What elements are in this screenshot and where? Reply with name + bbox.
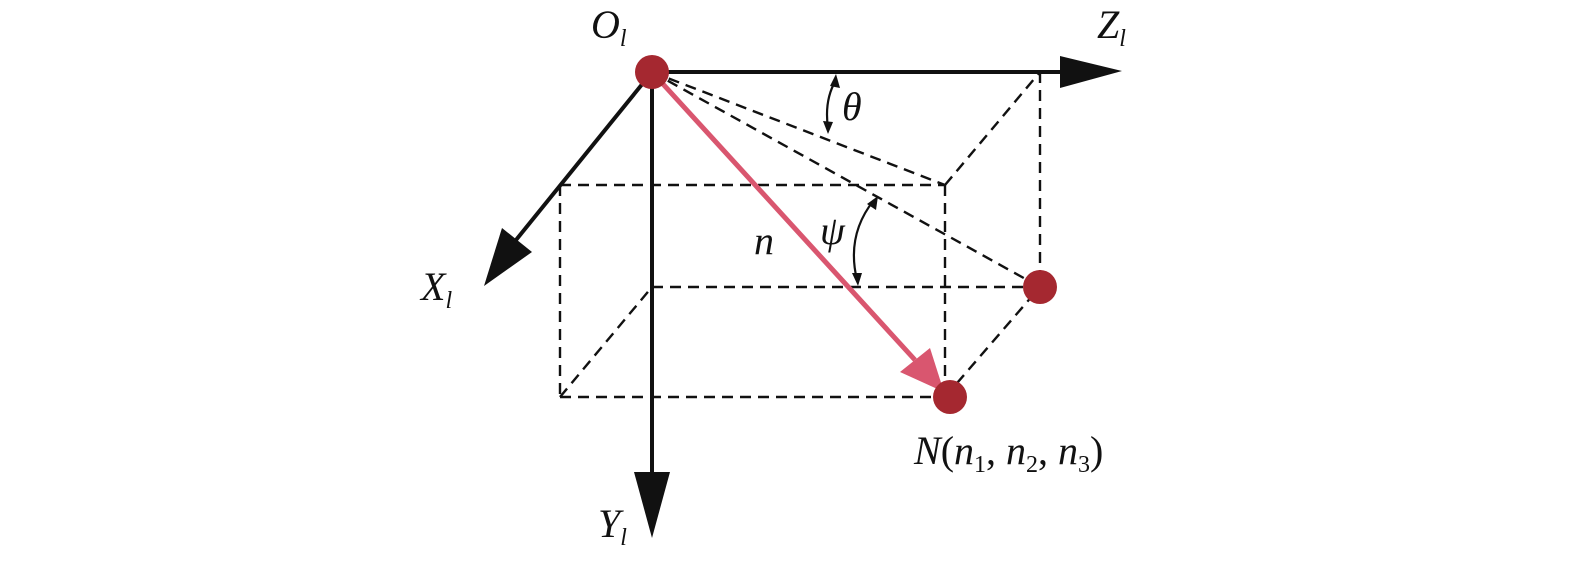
y-axis-arrowhead — [634, 472, 670, 538]
x-axis-arrowhead — [484, 228, 532, 286]
theta-arc-arrow-bottom — [823, 121, 833, 134]
vector-n-label: n — [754, 218, 774, 263]
theta-arc-arrow-top — [830, 74, 840, 88]
origin-point — [635, 55, 669, 89]
point-n-label: N(n1, n2, n3) — [913, 428, 1103, 478]
z-axis-arrowhead — [1060, 56, 1122, 88]
psi-arc-arrow-top — [867, 196, 878, 210]
axes — [484, 56, 1122, 538]
x-axis-label: Xl — [419, 264, 452, 314]
origin-label: Ol — [591, 2, 627, 52]
box-bottom-right-diagonal — [944, 286, 1041, 398]
box-bottom-left-diagonal — [559, 286, 653, 398]
theta-label: θ — [842, 84, 862, 129]
z-axis-label: Zl — [1097, 2, 1126, 52]
projection-box — [558, 70, 1042, 399]
theta-arc — [825, 79, 837, 129]
projection-point — [1023, 270, 1057, 304]
psi-label: ψ — [820, 208, 846, 253]
x-axis-line — [514, 70, 654, 242]
vector-n-line — [650, 70, 917, 362]
psi-arc-arrow-bottom — [852, 273, 862, 286]
point-n — [933, 380, 967, 414]
points — [635, 55, 1057, 414]
box-top-diagonal — [944, 71, 1041, 186]
vector-n-arrowhead — [900, 348, 944, 392]
origin-to-top-corner-line — [651, 70, 946, 187]
psi-arc — [852, 199, 875, 281]
vector-n — [650, 70, 944, 392]
y-axis-label: Yl — [598, 501, 627, 551]
origin-to-projection-point-line — [651, 70, 1041, 289]
angle-arcs — [823, 74, 878, 286]
